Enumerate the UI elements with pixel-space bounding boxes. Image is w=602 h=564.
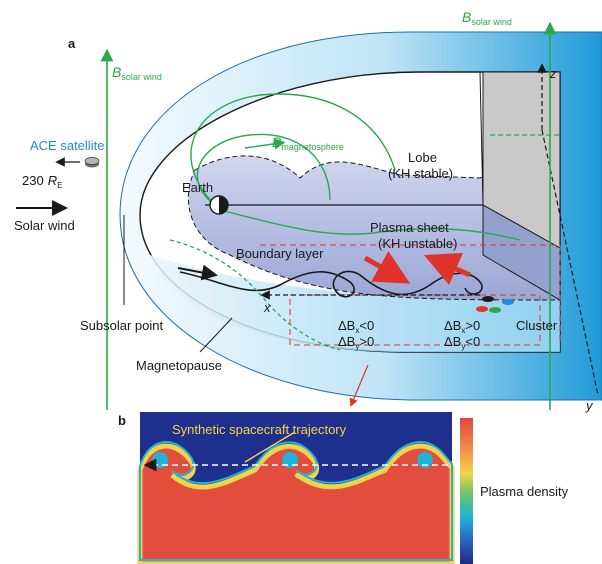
b-magnetosphere-label: Bmagnetosphere — [272, 134, 344, 152]
delta-right-line1: ΔBx>0 — [444, 318, 480, 335]
plasma-sheet-state-label: (KH unstable) — [378, 236, 457, 251]
coord-box — [260, 244, 561, 346]
delta-left-line2: ΔBy>0 — [338, 334, 374, 351]
x-axis-label: x — [263, 300, 271, 315]
ace-satellite-label: ACE satellite — [30, 138, 104, 153]
panel-link-arrow — [349, 364, 369, 407]
magnetosphere-field-line-1 — [196, 133, 331, 206]
simulation-panel — [137, 412, 455, 564]
boundary-flow-arrow — [177, 264, 218, 281]
lobe-state-label: (KH stable) — [388, 166, 453, 181]
delta-left-line1: ΔBx<0 — [338, 318, 374, 335]
magnetosphere-field-line-4 — [244, 138, 286, 150]
earth-label: Earth — [182, 180, 213, 195]
density-colorbar — [460, 418, 473, 564]
kh-vortex-field — [137, 443, 455, 564]
solar-wind-label: Solar wind — [14, 218, 75, 233]
earth-night-side — [219, 196, 228, 214]
magnetosphere-field-line-2 — [190, 93, 396, 206]
b-solar-wind-left-label: Bsolar wind — [112, 64, 162, 82]
panel-b-letter: b — [118, 413, 126, 428]
trajectory-pointer — [244, 431, 296, 463]
b-solar-wind-right-label: Bsolar wind — [462, 9, 512, 27]
panel-a-letter: a — [68, 36, 76, 51]
boundary-layer-label: Boundary layer — [236, 246, 324, 261]
z-axis-label: z — [549, 66, 557, 81]
flow-arrow-2 — [423, 252, 471, 286]
lobe-label: Lobe — [408, 150, 437, 165]
y-axis-label: y — [585, 398, 594, 413]
flow-arrow-1 — [363, 251, 411, 284]
ace-satellite-icon — [84, 157, 100, 168]
boundary-floor — [150, 255, 560, 352]
trajectory-label: Synthetic spacecraft trajectory — [172, 422, 347, 437]
subsolar-point-label: Subsolar point — [80, 318, 163, 333]
cluster-spacecraft-icon — [476, 296, 514, 313]
magnetopause-label: Magnetopause — [136, 358, 222, 373]
y-axis — [541, 129, 599, 396]
magnetopause-leader — [199, 317, 233, 353]
sheath-field-line — [169, 239, 341, 351]
delta-right-line2: ΔBy<0 — [444, 334, 480, 351]
plasma-sheet-region — [187, 134, 561, 301]
cluster-label: Cluster — [516, 318, 558, 333]
colorbar-label: Plasma density — [480, 484, 569, 499]
magnetosphere-field-line-3 — [219, 209, 521, 241]
kh-wave-boundary — [179, 270, 483, 298]
plasma-sheet-label: Plasma sheet — [370, 220, 449, 235]
